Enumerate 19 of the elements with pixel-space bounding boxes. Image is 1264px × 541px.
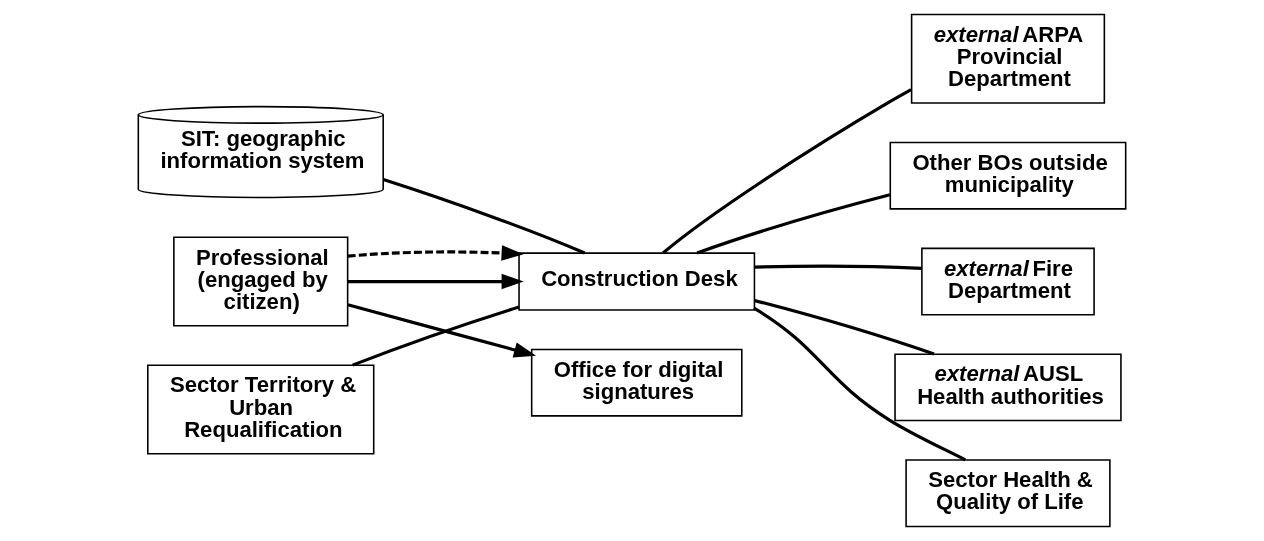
- connector: [662, 88, 912, 255]
- node-box: external ARPA Provincial Department: [910, 13, 1106, 104]
- node-box: Construction Desk: [518, 252, 756, 311]
- connector: [352, 305, 520, 367]
- connector: [754, 299, 935, 356]
- node-box: Other BOs outside municipality: [889, 141, 1127, 210]
- node-box: external Fire Department: [921, 247, 1095, 316]
- arrow: [347, 245, 524, 261]
- connector: [696, 193, 891, 255]
- node-box: external AUSL Health authorities: [894, 353, 1122, 422]
- arrow: [347, 303, 537, 358]
- node-box: Sector Health & Quality of Life: [905, 459, 1111, 528]
- connector: [382, 178, 586, 255]
- arrow: [347, 273, 524, 290]
- node-box: Professional (engaged by citizen): [173, 236, 349, 327]
- node-box: Office for digital signatures: [530, 348, 743, 417]
- connector: [754, 264, 922, 270]
- node-box: Sector Territory & Urban Requalification: [147, 364, 375, 455]
- connector: [752, 306, 966, 462]
